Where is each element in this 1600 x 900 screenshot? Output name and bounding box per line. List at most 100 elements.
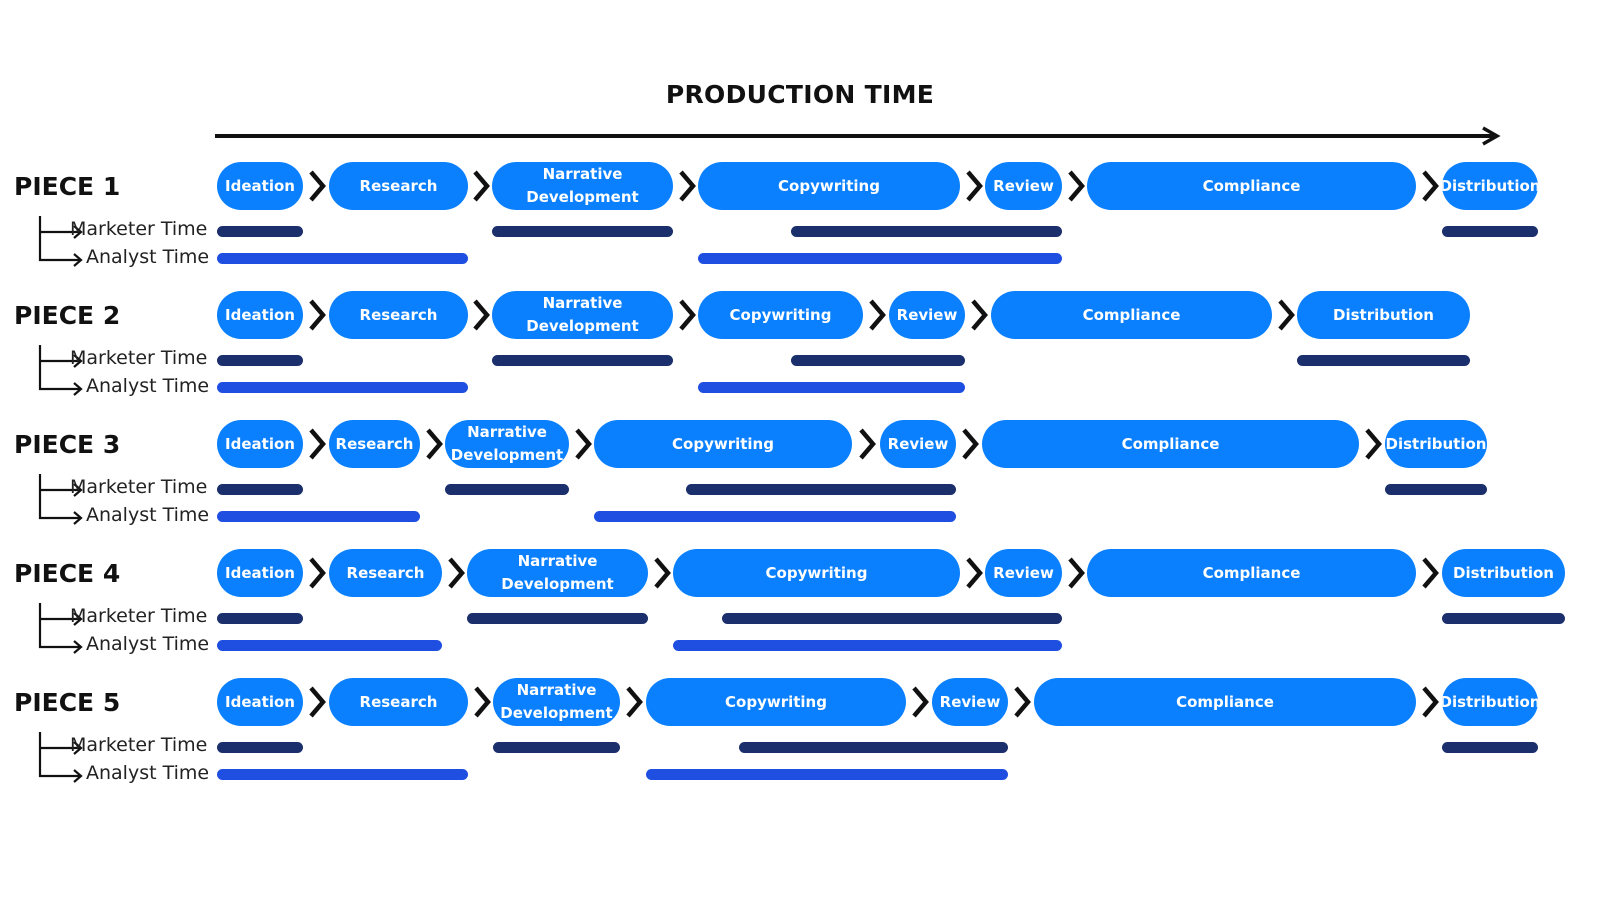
marketer-time-bar <box>791 226 1062 237</box>
role-bracket-icon <box>38 216 83 267</box>
marketer-time-bar <box>1385 484 1487 495</box>
marketer-time-bar <box>1442 226 1538 237</box>
production-time-arrow <box>215 126 1501 146</box>
analyst-time-label: Analyst Time <box>86 375 210 397</box>
analyst-time-bar <box>646 769 1008 780</box>
analyst-time-label: Analyst Time <box>86 633 210 655</box>
chevron-right-icon <box>1014 686 1031 718</box>
marketer-time-bar <box>217 484 303 495</box>
piece-label: PIECE 5 <box>14 688 121 717</box>
marketer-time-bar <box>1442 742 1538 753</box>
stage-distribution: Distribution <box>1442 162 1538 210</box>
stage-compliance: Compliance <box>1087 549 1416 597</box>
stage-distribution: Distribution <box>1442 549 1565 597</box>
stage-review: Review <box>985 549 1062 597</box>
stage-narrative-development: Narrative Development <box>492 291 673 339</box>
chevron-right-icon <box>473 170 490 202</box>
analyst-time-bar <box>594 511 956 522</box>
piece-label: PIECE 1 <box>14 172 121 201</box>
stage-compliance: Compliance <box>991 291 1272 339</box>
stage-compliance: Compliance <box>1087 162 1416 210</box>
chevron-right-icon <box>1365 428 1382 460</box>
chevron-right-icon <box>912 686 929 718</box>
marketer-time-label: Marketer Time <box>70 605 208 627</box>
marketer-time-bar <box>445 484 569 495</box>
chevron-right-icon <box>447 557 465 589</box>
chevron-right-icon <box>574 428 592 460</box>
marketer-time-label: Marketer Time <box>70 476 208 498</box>
chevron-right-icon <box>971 299 988 331</box>
diagram-title: PRODUCTION TIME <box>665 80 935 109</box>
marketer-time-label: Marketer Time <box>70 734 208 756</box>
piece-label: PIECE 4 <box>14 559 121 588</box>
piece-label: PIECE 2 <box>14 301 121 330</box>
stage-copywriting: Copywriting <box>698 291 863 339</box>
chevron-right-icon <box>1422 557 1439 589</box>
chevron-right-icon <box>678 299 696 331</box>
chevron-right-icon <box>869 299 886 331</box>
chevron-right-icon <box>965 170 983 202</box>
stage-research: Research <box>329 291 468 339</box>
role-bracket-icon <box>38 474 83 525</box>
marketer-time-bar <box>686 484 956 495</box>
stage-compliance: Compliance <box>982 420 1359 468</box>
stage-narrative-development: Narrative Development <box>445 420 569 468</box>
chevron-right-icon <box>473 299 490 331</box>
marketer-time-bar <box>739 742 1008 753</box>
stage-review: Review <box>985 162 1062 210</box>
chevron-right-icon <box>309 557 326 589</box>
stage-distribution: Distribution <box>1297 291 1470 339</box>
role-bracket-icon <box>38 345 83 396</box>
stage-compliance: Compliance <box>1034 678 1416 726</box>
stage-distribution: Distribution <box>1442 678 1538 726</box>
chevron-right-icon <box>1277 299 1295 331</box>
marketer-time-bar <box>1297 355 1470 366</box>
analyst-time-bar <box>217 640 442 651</box>
stage-review: Review <box>880 420 956 468</box>
stage-research: Research <box>329 420 420 468</box>
marketer-time-label: Marketer Time <box>70 347 208 369</box>
marketer-time-bar <box>467 613 648 624</box>
analyst-time-label: Analyst Time <box>86 246 210 268</box>
chevron-right-icon <box>962 428 979 460</box>
analyst-time-bar <box>217 253 468 264</box>
stage-distribution: Distribution <box>1385 420 1487 468</box>
analyst-time-bar <box>673 640 1062 651</box>
chevron-right-icon <box>309 299 326 331</box>
stage-ideation: Ideation <box>217 162 303 210</box>
analyst-time-bar <box>217 511 420 522</box>
stage-research: Research <box>329 549 442 597</box>
marketer-time-bar <box>217 226 303 237</box>
stage-ideation: Ideation <box>217 678 303 726</box>
stage-research: Research <box>329 162 468 210</box>
marketer-time-bar <box>217 355 303 366</box>
chevron-right-icon <box>1422 686 1439 718</box>
analyst-time-bar <box>217 382 468 393</box>
marketer-time-bar <box>791 355 965 366</box>
marketer-time-bar <box>493 742 620 753</box>
analyst-time-bar <box>217 769 468 780</box>
role-bracket-icon <box>38 732 83 783</box>
stage-ideation: Ideation <box>217 420 303 468</box>
chevron-right-icon <box>678 170 696 202</box>
stage-research: Research <box>329 678 468 726</box>
chevron-right-icon <box>1067 170 1085 202</box>
stage-review: Review <box>932 678 1008 726</box>
marketer-time-label: Marketer Time <box>70 218 208 240</box>
stage-narrative-development: Narrative Development <box>467 549 648 597</box>
chevron-right-icon <box>965 557 983 589</box>
stage-copywriting: Copywriting <box>698 162 960 210</box>
marketer-time-bar <box>1442 613 1565 624</box>
stage-review: Review <box>889 291 965 339</box>
stage-narrative-development: Narrative Development <box>493 678 620 726</box>
stage-ideation: Ideation <box>217 291 303 339</box>
chevron-right-icon <box>473 686 491 718</box>
analyst-time-label: Analyst Time <box>86 762 210 784</box>
stage-ideation: Ideation <box>217 549 303 597</box>
chevron-right-icon <box>626 686 643 718</box>
chevron-right-icon <box>425 428 443 460</box>
stage-copywriting: Copywriting <box>673 549 960 597</box>
stage-narrative-development: Narrative Development <box>492 162 673 210</box>
analyst-time-bar <box>698 253 1062 264</box>
role-bracket-icon <box>38 603 83 654</box>
